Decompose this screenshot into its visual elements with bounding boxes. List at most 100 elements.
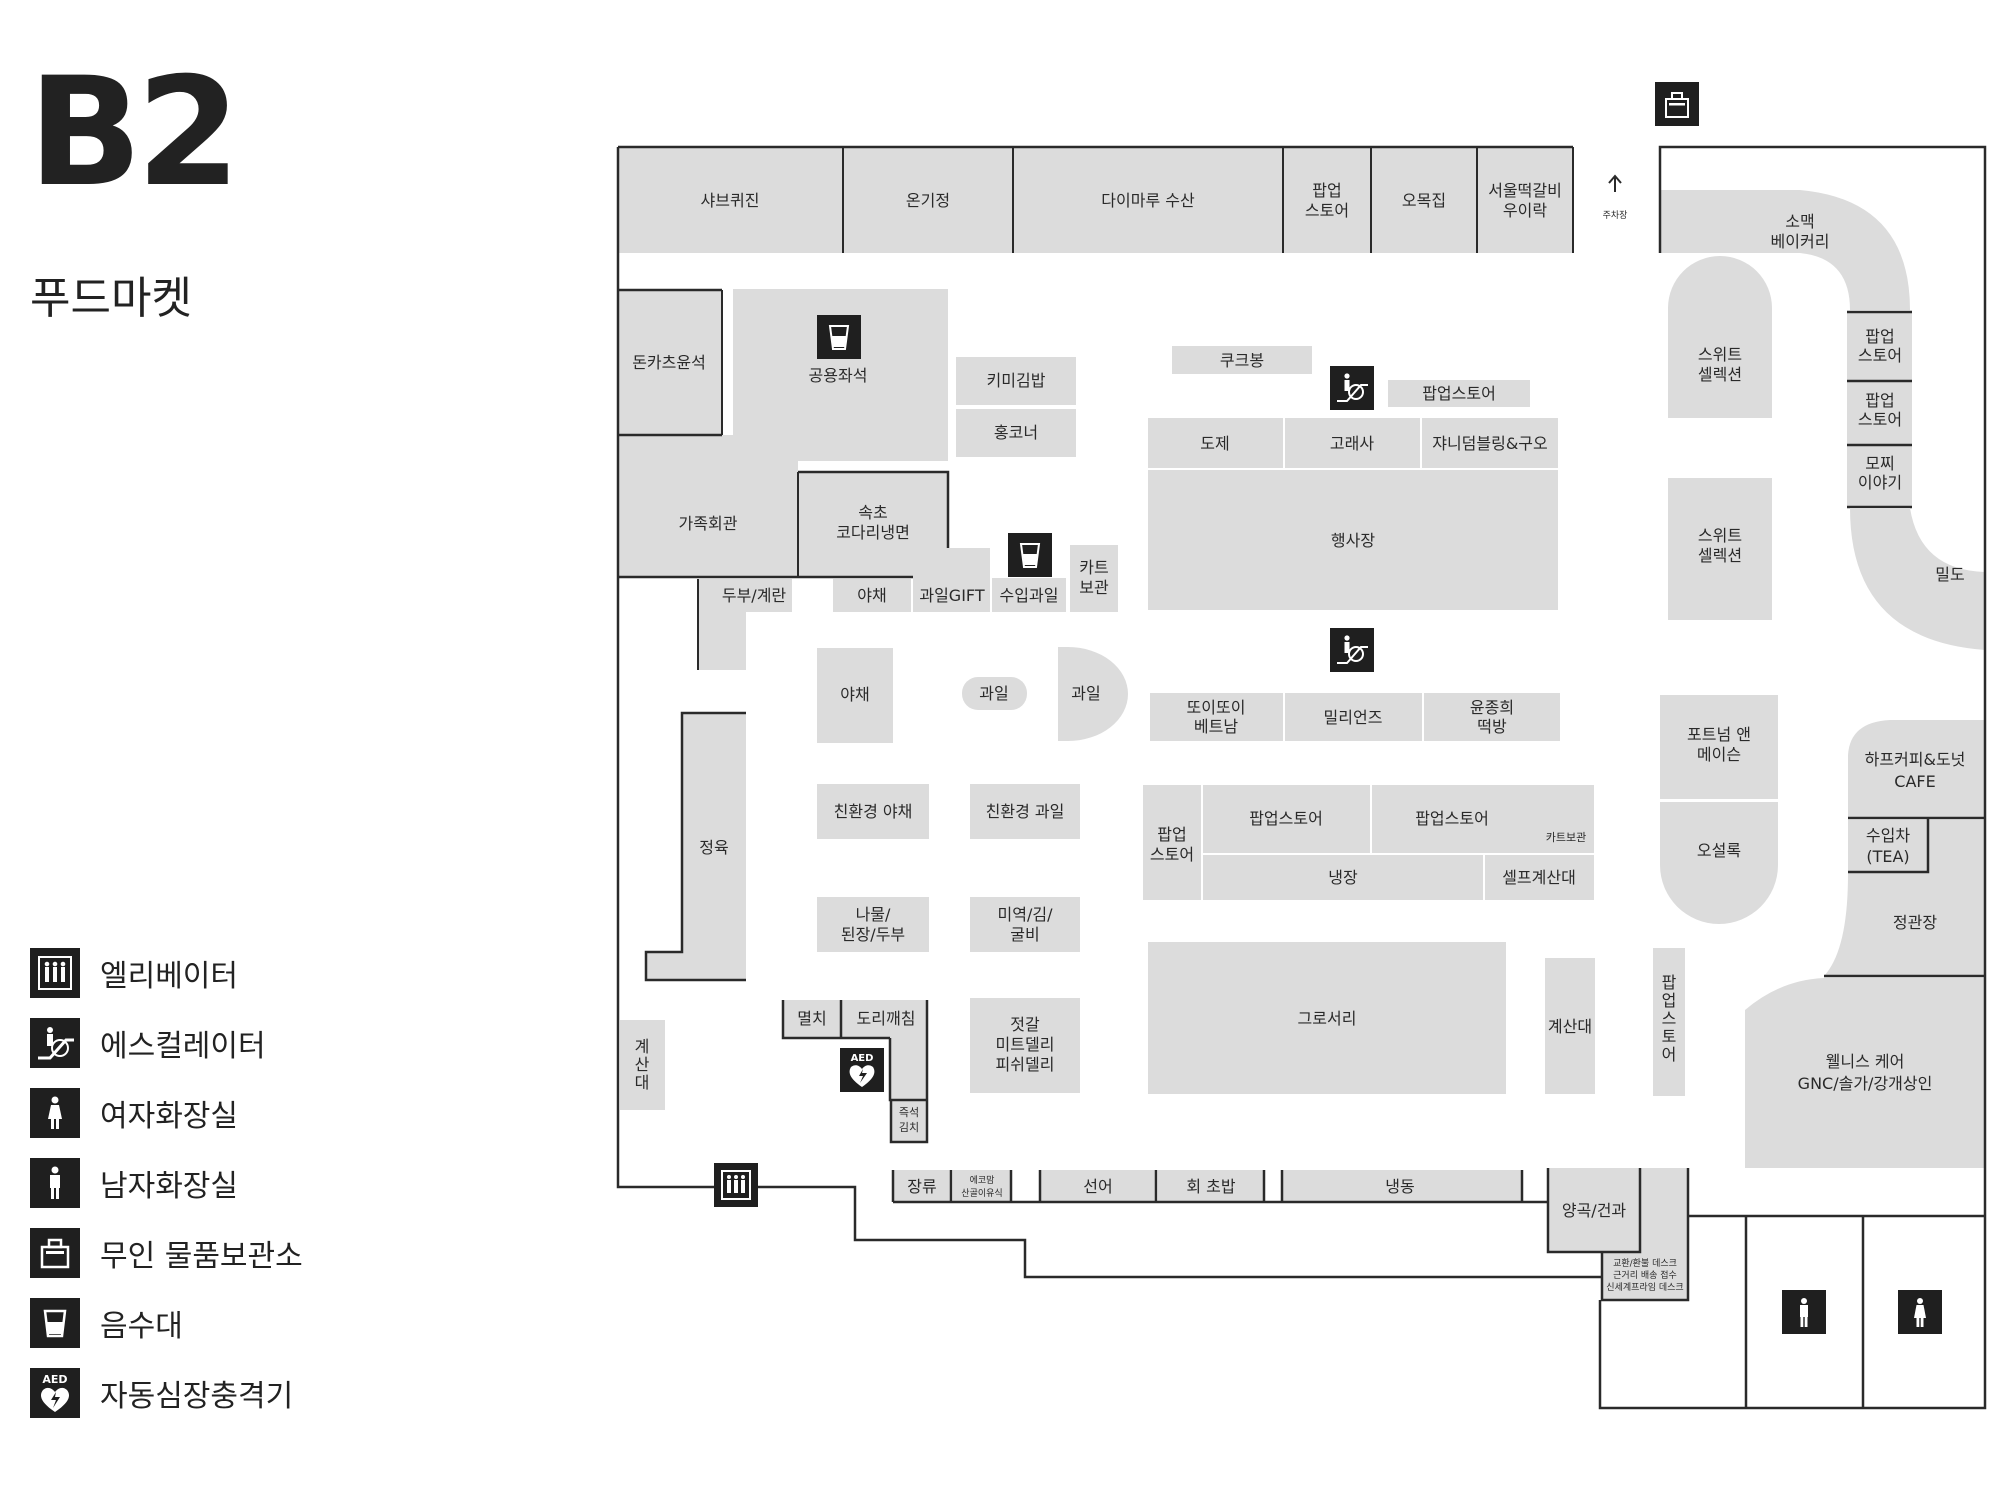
store-doje[interactable]: 도제: [1148, 418, 1283, 468]
checkout-right[interactable]: 계산대: [1545, 958, 1595, 1094]
store-label: 팝업스토어: [1249, 809, 1323, 828]
store-popup-escalator[interactable]: 팝업스토어: [1388, 380, 1530, 407]
service-desk[interactable]: 교환/환불 데스크 근거리 배송 접수 신세계프라임 데스크: [1602, 1168, 1688, 1300]
store-label: 우이락: [1503, 201, 1547, 220]
store-ttoi[interactable]: 또이또이 베트남: [1150, 693, 1283, 741]
store-anchovy[interactable]: 멸치: [783, 1000, 841, 1038]
store-label: 보관: [1079, 578, 1109, 597]
store-label: 스토어: [1150, 845, 1194, 864]
store-goraesa[interactable]: 고래사: [1285, 418, 1420, 468]
store-label: 양곡/건과: [1562, 1201, 1627, 1220]
store-label: 도제: [1200, 434, 1229, 453]
store-family[interactable]: 가족회관: [618, 435, 798, 577]
store-dori[interactable]: 도리깨침: [841, 1000, 927, 1101]
store-popup-l[interactable]: 팝업 스토어: [1143, 785, 1201, 900]
store-wellness[interactable]: 웰니스 케어 GNC/솔가/강개상인: [1745, 978, 1985, 1168]
grocery[interactable]: 그로서리: [1148, 942, 1506, 1094]
legend-label: 자동심장충격기: [100, 1379, 294, 1414]
store-eco-fruit[interactable]: 친환경 과일: [970, 784, 1080, 839]
store-popup-c2[interactable]: 팝업 스토어: [1847, 382, 1912, 444]
store-osulloc[interactable]: 오설록: [1660, 802, 1778, 924]
store-millions[interactable]: 밀리언즈: [1285, 693, 1422, 741]
store-shabu[interactable]: 샤브퀴진: [618, 147, 843, 253]
store-label: 어: [1662, 1045, 1677, 1064]
womens-restroom-icon: [1898, 1290, 1942, 1334]
store-label: 미역/김/: [998, 905, 1054, 924]
store-label: 팝업: [1157, 825, 1186, 844]
store-label: 대: [635, 1073, 650, 1092]
store-hong[interactable]: 홍코너: [956, 409, 1076, 457]
store-import-fruit[interactable]: 수입과일: [992, 578, 1066, 612]
store-jang[interactable]: 장류: [893, 1170, 951, 1202]
store-seoul[interactable]: 서울떡갈비 우이락: [1477, 147, 1573, 253]
store-veg1[interactable]: 야채: [833, 579, 911, 612]
water-fountain-icon: [817, 315, 861, 359]
store-label: 친환경 야채: [834, 802, 913, 821]
store-popup-m[interactable]: 팝업스토어: [1203, 785, 1370, 853]
event-hall[interactable]: 행사장: [1148, 470, 1558, 610]
store-namul[interactable]: 나물/ 된장/두부: [817, 897, 929, 952]
frozen-section[interactable]: 냉동: [1282, 1170, 1522, 1202]
cart-storage-1[interactable]: 카트 보관: [1070, 545, 1118, 612]
store-fruitgift[interactable]: 과일GIFT: [913, 548, 990, 612]
store-eco-veg[interactable]: 친환경 야채: [817, 784, 929, 839]
store-label: 가족회관: [679, 514, 738, 533]
store-label: 산: [635, 1055, 650, 1074]
checkout-left[interactable]: 계 산 대: [620, 1020, 665, 1110]
store-ecomom[interactable]: 에코맘 산골이유식: [953, 1170, 1011, 1202]
store-popup-c1[interactable]: 팝업 스토어: [1847, 312, 1912, 380]
store-harp[interactable]: 하프커피&도넛 CAFE: [1848, 720, 1985, 818]
store-fish[interactable]: 선어: [1040, 1170, 1156, 1202]
store-ongi[interactable]: 온기정: [843, 147, 1013, 253]
store-label: 스토어: [1858, 346, 1902, 365]
store-label: 된장/두부: [841, 925, 905, 944]
store-popup-r[interactable]: 팝업스토어: [1372, 785, 1538, 853]
store-label: 야채: [857, 586, 886, 605]
store-grain[interactable]: 양곡/건과: [1548, 1168, 1640, 1252]
store-popup-top[interactable]: 팝업 스토어: [1283, 147, 1371, 253]
store-label: 야채: [840, 685, 869, 704]
store-seaweed[interactable]: 미역/김/ 굴비: [970, 897, 1080, 952]
legend: 엘리베이터 에스컬레이터 여자화장실 남자화장실: [30, 938, 303, 1428]
store-momo[interactable]: 모찌 이야기: [1847, 446, 1912, 506]
store-label: 계산대: [1548, 1017, 1592, 1036]
store-veg2[interactable]: 야채: [817, 648, 893, 743]
store-somaek[interactable]: 소맥 베이커리: [1660, 190, 1910, 310]
store-jyani[interactable]: 쟈니덤블링&구오: [1422, 418, 1558, 468]
store-fortnum[interactable]: 포트넘 앤 메이슨: [1660, 695, 1778, 799]
store-meat[interactable]: 정육: [646, 713, 746, 980]
self-checkout[interactable]: 셀프계산대: [1485, 855, 1594, 900]
store-omok[interactable]: 오목집: [1371, 147, 1477, 253]
store-sweet2[interactable]: 스위트 셀렉션: [1668, 478, 1772, 620]
aed-label: AED: [851, 1053, 874, 1064]
store-label: 카트: [1079, 558, 1108, 577]
store-label: 쟈니덤블링&구오: [1432, 434, 1548, 453]
store-sushi[interactable]: 회 초밥: [1158, 1170, 1264, 1202]
store-kimchi[interactable]: 즉석 김치: [891, 1100, 927, 1142]
store-fruit-round[interactable]: 과일: [1058, 647, 1128, 741]
store-tofu[interactable]: 두부/계란: [698, 579, 792, 670]
store-label: 윤종희: [1470, 698, 1514, 717]
store-label: 행사장: [1331, 531, 1375, 550]
store-popup-vertical[interactable]: 팝 업 스 토 어: [1653, 948, 1685, 1096]
store-label: 다이마루 수산: [1101, 191, 1195, 210]
store-tea[interactable]: 수입차 (TEA): [1848, 820, 1928, 872]
store-yoon[interactable]: 윤종희 떡방: [1424, 693, 1560, 741]
store-mildo[interactable]: 밀도: [1850, 508, 1985, 650]
store-label: 김치: [899, 1121, 919, 1134]
store-label: 웰니스 케어: [1826, 1052, 1905, 1071]
cart-storage-2[interactable]: 카트보관: [1538, 785, 1594, 853]
store-label: 정관장: [1893, 913, 1937, 932]
store-jeotgal[interactable]: 젓갈 미트델리 피쉬델리: [970, 998, 1080, 1093]
store-kkuk[interactable]: 쿠크봉: [1172, 346, 1312, 374]
store-label: 오목집: [1402, 191, 1446, 210]
store-sweet1[interactable]: 스위트 셀렉션: [1668, 256, 1772, 418]
store-donkatsu[interactable]: 돈카츠윤석: [618, 290, 722, 435]
store-label: 오설록: [1697, 841, 1741, 860]
aed-icon: AED: [30, 1368, 80, 1418]
cold-section[interactable]: 냉장: [1203, 855, 1483, 900]
store-daimaru[interactable]: 다이마루 수산: [1013, 147, 1283, 253]
store-fruit-pill[interactable]: 과일: [962, 677, 1027, 710]
store-kimi[interactable]: 키미김밥: [956, 357, 1076, 405]
